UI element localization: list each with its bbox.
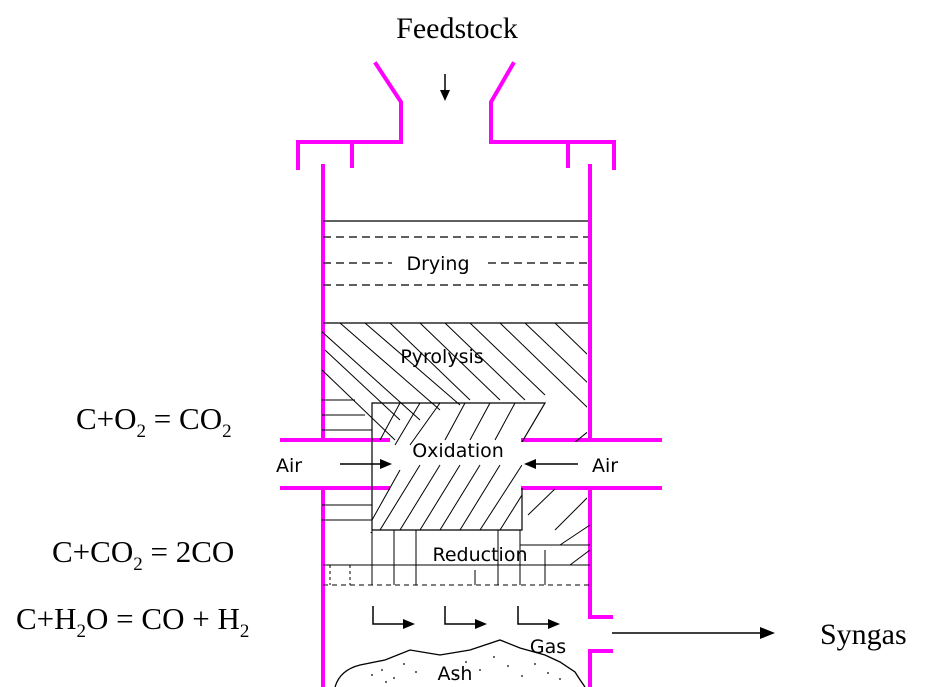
label-oxidation: Oxidation (412, 440, 504, 462)
syngas-arrow (612, 627, 775, 639)
reduction-zone (323, 524, 591, 586)
left-hopper-wall (296, 61, 403, 170)
label-gas: Gas (530, 636, 566, 658)
gas-flow-arrows (372, 606, 549, 625)
equation-combustion: C+O2 = CO2 (76, 401, 232, 442)
drying-zone (323, 220, 588, 324)
label-air-right: Air (592, 455, 618, 477)
equation-boudouard: C+CO2 = 2CO (52, 534, 234, 575)
feedstock-arrow (440, 74, 450, 101)
equation-water-gas: C+H2O = CO + H2 (16, 601, 249, 642)
label-syngas: Syngas (820, 618, 907, 651)
gas-flow-arrowheads (403, 619, 560, 629)
label-reduction: Reduction (433, 544, 528, 566)
air-left-arrow (340, 459, 392, 469)
label-air-left: Air (276, 455, 302, 477)
air-right-arrow (524, 459, 578, 469)
right-hopper-wall (489, 61, 616, 170)
label-ash: Ash (438, 663, 473, 685)
ash-heap (334, 639, 586, 687)
label-drying: Drying (406, 253, 469, 275)
label-pyrolysis: Pyrolysis (400, 346, 483, 368)
oxidation-zone (371, 402, 547, 531)
gasifier-walls (280, 61, 662, 687)
label-feedstock: Feedstock (396, 12, 518, 45)
